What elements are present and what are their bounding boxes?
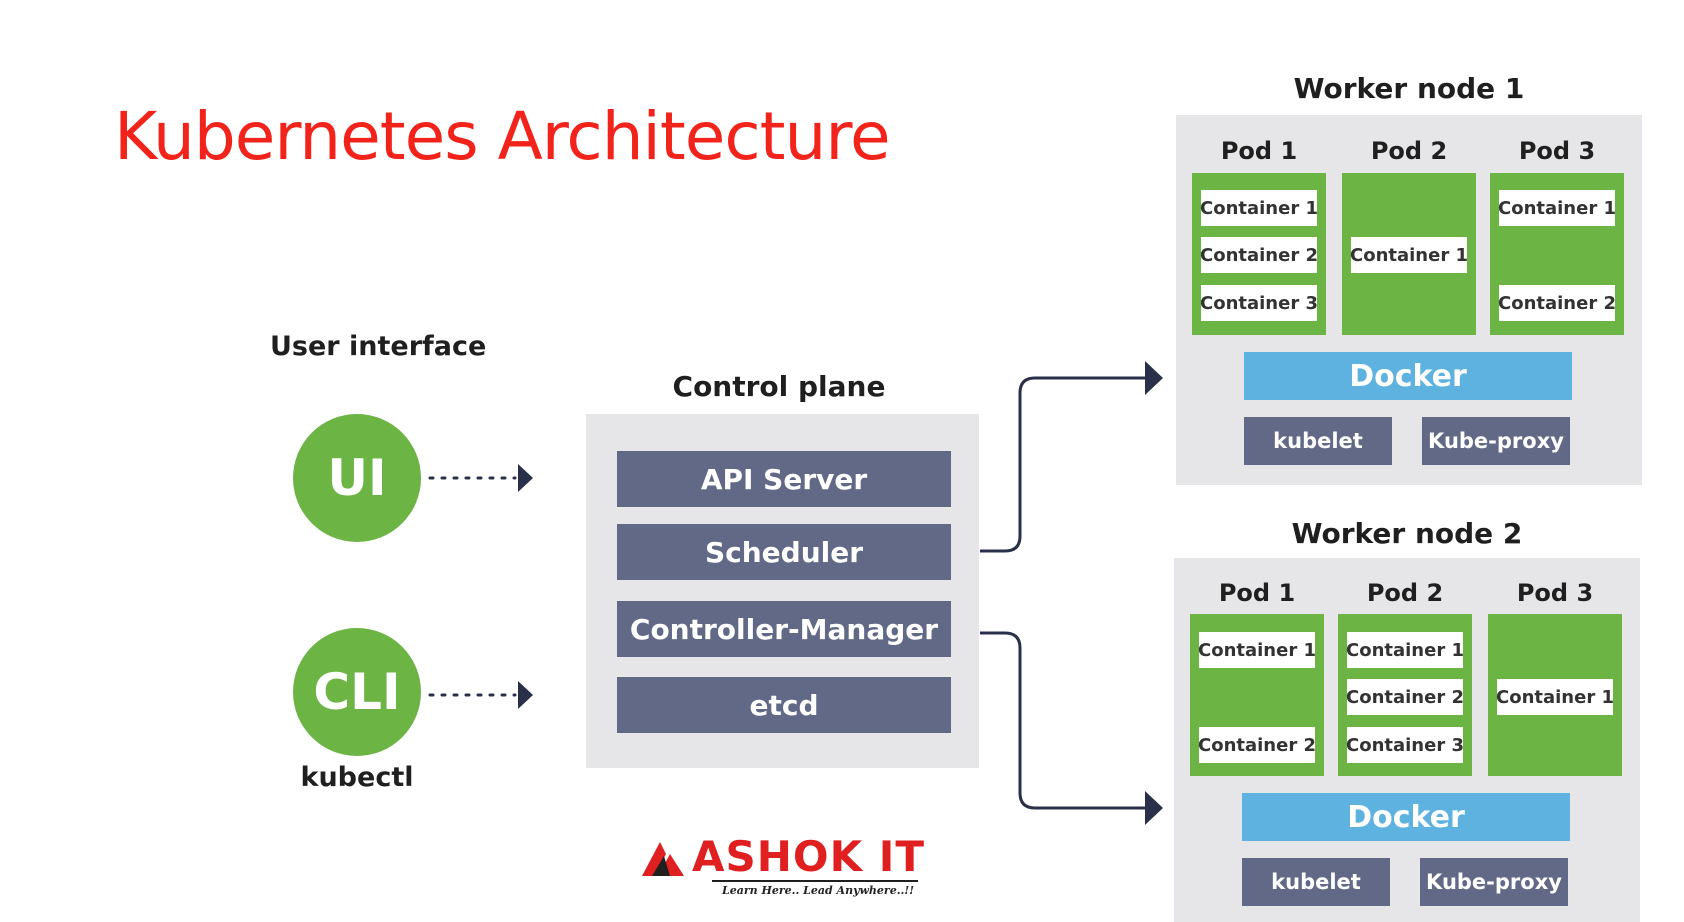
scheduler-bar: Scheduler: [617, 524, 951, 580]
w2-kube-proxy-bar: Kube-proxy: [1420, 858, 1568, 906]
w1-p1-container-2: Container 2: [1200, 237, 1318, 273]
logo-tagline: Learn Here.. Lead Anywhere..!!: [722, 884, 915, 897]
page-title: Kubernetes Architecture: [114, 98, 891, 175]
w2-p1-container-2: Container 2: [1198, 727, 1316, 763]
w2-kubelet-bar: kubelet: [1242, 858, 1390, 906]
ashok-it-logo-icon: [642, 842, 684, 876]
logo-name: ASHOK IT: [692, 832, 926, 881]
w2-p2-container-2: Container 2: [1346, 679, 1464, 715]
worker-node-1-label: Worker node 1: [1293, 72, 1525, 105]
w2-p2-container-1: Container 1: [1346, 632, 1464, 668]
w1-p1-container-1: Container 1: [1200, 190, 1318, 226]
cli-circle: CLI: [293, 628, 421, 756]
w1-pod-1-label: Pod 1: [1220, 137, 1298, 165]
w2-pod-2-label: Pod 2: [1366, 579, 1444, 607]
w2-p1-container-1: Container 1: [1198, 632, 1316, 668]
kubectl-label: kubectl: [300, 762, 414, 793]
ui-circle: UI: [293, 414, 421, 542]
w1-p3-container-1: Container 1: [1498, 190, 1616, 226]
w2-pod-1-label: Pod 1: [1218, 579, 1296, 607]
api-server-bar: API Server: [617, 451, 951, 507]
controller-manager-bar: Controller-Manager: [617, 601, 951, 657]
w1-pod-3-label: Pod 3: [1518, 137, 1596, 165]
w1-p2-container-1: Container 1: [1350, 237, 1468, 273]
w2-p2-container-3: Container 3: [1346, 727, 1464, 763]
w1-docker-bar: Docker: [1244, 352, 1572, 400]
user-interface-label: User interface: [270, 331, 487, 362]
worker-node-2-label: Worker node 2: [1291, 517, 1523, 550]
w1-kubelet-bar: kubelet: [1244, 417, 1392, 465]
logo-underline: [712, 880, 918, 882]
w2-pod-3-label: Pod 3: [1516, 579, 1594, 607]
control-plane-label: Control plane: [672, 370, 886, 403]
w1-kube-proxy-bar: Kube-proxy: [1422, 417, 1570, 465]
w1-pod-2-label: Pod 2: [1370, 137, 1448, 165]
w2-p3-container-1: Container 1: [1496, 679, 1614, 715]
w1-p3-container-2: Container 2: [1498, 285, 1616, 321]
w2-docker-bar: Docker: [1242, 793, 1570, 841]
w1-p1-container-3: Container 3: [1200, 285, 1318, 321]
etcd-bar: etcd: [617, 677, 951, 733]
